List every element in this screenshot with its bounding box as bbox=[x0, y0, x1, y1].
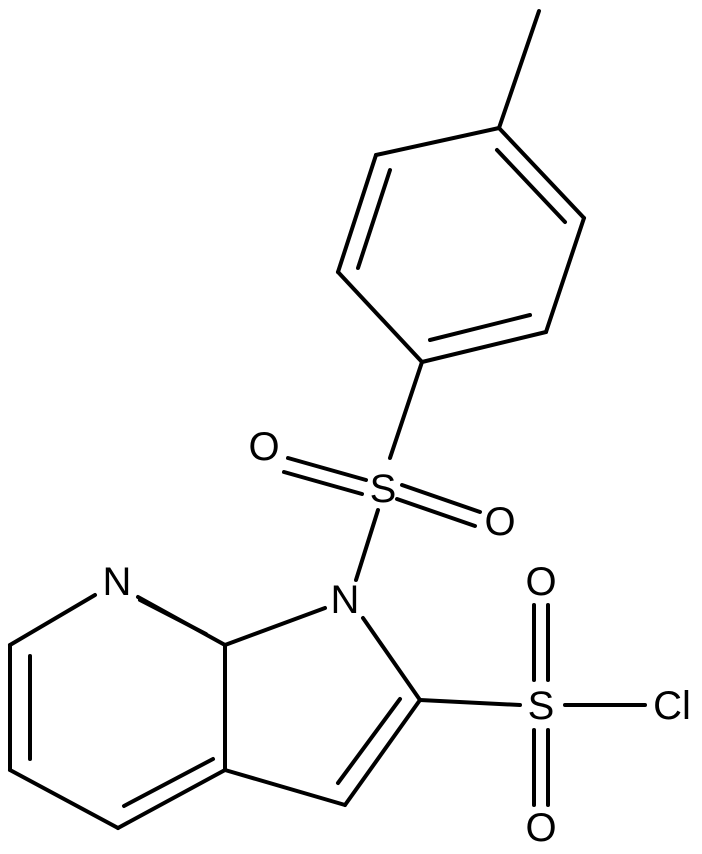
bond-n-c2 bbox=[361, 616, 422, 702]
bond-ring-s bbox=[388, 360, 424, 460]
atom-cl: Cl bbox=[653, 684, 691, 728]
bond-tolyl-3-inner bbox=[428, 313, 532, 342]
atom-o-sulfonyl-top: O bbox=[525, 560, 556, 604]
bond-c2-s bbox=[418, 698, 522, 707]
bond-s-o-left-b bbox=[282, 470, 364, 496]
bond-c2-c3-inner bbox=[336, 697, 402, 785]
bond-tolyl-2 bbox=[544, 216, 586, 334]
bond-s-o-right-b bbox=[395, 497, 477, 528]
atom-s-sulfonyl: S bbox=[528, 684, 555, 728]
atom-o-sulfonyl-bottom: O bbox=[525, 806, 556, 850]
bond-tolyl-1 bbox=[497, 126, 586, 220]
bond-c5-c4 bbox=[8, 768, 120, 830]
bond-tolyl-6 bbox=[374, 126, 501, 157]
bond-s-n bbox=[354, 508, 380, 582]
atom-n-pyridine: N bbox=[103, 560, 132, 604]
bond-tolyl-5-inner bbox=[356, 168, 392, 270]
bond-tolyl-1-inner bbox=[495, 148, 567, 224]
bond-s-o-right-a bbox=[400, 483, 482, 514]
bond-c4-c3a-inner bbox=[122, 757, 215, 808]
bond-c7a-n bbox=[223, 606, 327, 647]
bond-tolyl-3 bbox=[420, 330, 548, 364]
bond-tolyl-4 bbox=[336, 270, 424, 364]
bond-c7a-n7-inner bbox=[138, 598, 208, 636]
atom-o-tosyl-left: O bbox=[248, 425, 279, 469]
bond-methyl bbox=[497, 9, 541, 130]
bond-c2-c3 bbox=[343, 698, 422, 807]
bond-tolyl-5 bbox=[336, 153, 378, 274]
bond-c4-c3a bbox=[116, 768, 227, 830]
atom-n-pyrrole: N bbox=[331, 578, 360, 622]
bond-n7-c6 bbox=[8, 593, 97, 647]
bond-s-o-left-a bbox=[286, 456, 368, 482]
atom-s-tosyl: S bbox=[370, 467, 397, 511]
atom-o-tosyl-right: O bbox=[484, 500, 515, 544]
bond-c3-c3a bbox=[223, 768, 347, 807]
